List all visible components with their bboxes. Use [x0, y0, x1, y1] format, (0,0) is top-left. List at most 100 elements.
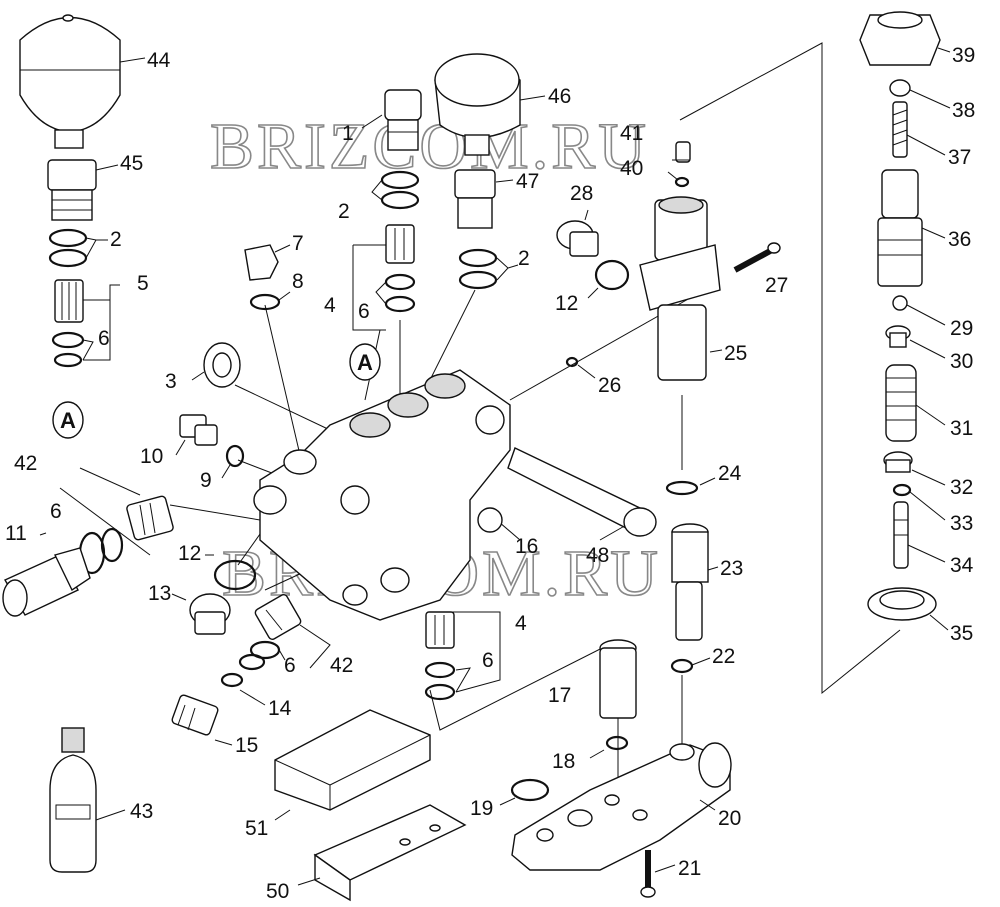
- part-40-oring: [674, 176, 690, 188]
- part-6-washer-lower: [238, 653, 266, 671]
- part-27-screw: [733, 242, 781, 273]
- part-12-washer-upper: [594, 259, 630, 291]
- label-42: 42: [14, 452, 37, 475]
- label-3: 3: [165, 370, 177, 393]
- part-28-plug: [556, 220, 599, 257]
- part-20-housing: [511, 742, 732, 871]
- label-30: 30: [950, 350, 973, 373]
- label-6b: 6: [358, 300, 370, 323]
- part-19-oring: [510, 778, 550, 802]
- part-36-housing: [877, 169, 923, 287]
- part-6-oring-left: [51, 331, 85, 349]
- part-30-seat: [885, 325, 911, 348]
- label-29: 29: [950, 317, 973, 340]
- part-2-washer-right: [458, 248, 498, 268]
- label-23: 23: [720, 557, 743, 580]
- label-1: 1: [342, 122, 354, 145]
- label-2: 2: [110, 228, 122, 251]
- label-31: 31: [950, 417, 973, 440]
- part-2-washer-left: [48, 228, 88, 248]
- label-2c: 2: [518, 247, 530, 270]
- part-8-washer: [249, 293, 281, 311]
- part-51-tray: [274, 709, 431, 811]
- part-labels: 44 45 2 5 6 46 1 41 40 2 47 7 8 4 6 28 2…: [5, 44, 975, 903]
- part-34-pin: [893, 501, 909, 569]
- label-24: 24: [718, 462, 742, 485]
- part-1-plug: [384, 89, 422, 151]
- part-4-valve-lower: [425, 611, 455, 649]
- label-28: 28: [570, 182, 593, 205]
- label-9: 9: [200, 469, 212, 492]
- part-10-plug: [179, 414, 218, 446]
- label-46: 46: [548, 85, 571, 108]
- label-43: 43: [130, 800, 153, 823]
- part-31-spring: [885, 364, 917, 442]
- part-42-valve-mid: [254, 594, 302, 640]
- label-34: 34: [950, 554, 974, 577]
- label-41: 41: [620, 122, 643, 145]
- part-6-washer-top: [384, 295, 416, 313]
- part-24-oring: [665, 480, 699, 496]
- leader-lines: [59, 42, 901, 790]
- part-42-valve-left: [126, 495, 174, 541]
- label-50: 50: [266, 880, 289, 903]
- part-14-oring: [220, 672, 244, 688]
- watermark-top: BRIZCOM.RU: [210, 110, 649, 183]
- label-8: 8: [292, 270, 304, 293]
- part-23-piston: [671, 523, 709, 641]
- part-2-oring-top: [380, 190, 420, 210]
- part-4-valve-top: [385, 224, 415, 264]
- part-6-washer-left: [53, 352, 83, 368]
- part-2-oring-left: [48, 248, 88, 268]
- part-13-plug: [189, 593, 231, 635]
- label-26: 26: [598, 374, 621, 397]
- label-13: 13: [148, 582, 171, 605]
- label-21: 21: [678, 857, 701, 880]
- part-6-washer-bottom: [424, 683, 456, 701]
- part-6-oring-bottom: [424, 661, 456, 679]
- label-6c: 6: [50, 500, 62, 523]
- part-6-washer-mid: [100, 527, 124, 563]
- part-43-bottle: [49, 727, 97, 873]
- label-15: 15: [235, 734, 258, 757]
- part-37-spring: [892, 101, 908, 158]
- label-11: 11: [5, 522, 27, 545]
- svg-text:A: A: [60, 408, 76, 433]
- part-7-plug: [244, 244, 279, 281]
- label-12b: 12: [178, 542, 201, 565]
- part-22-oring: [670, 658, 694, 674]
- part-48-rod: [507, 447, 657, 537]
- label-35: 35: [950, 622, 973, 645]
- label-6: 6: [98, 327, 110, 350]
- label-5: 5: [137, 272, 149, 295]
- label-45: 45: [120, 152, 143, 175]
- label-22: 22: [712, 645, 735, 668]
- label-12: 12: [555, 292, 578, 315]
- label-44: 44: [147, 49, 171, 72]
- label-14: 14: [268, 697, 292, 720]
- part-25-housing: [639, 196, 721, 381]
- part-18-oring: [605, 735, 629, 751]
- label-6e: 6: [482, 649, 494, 672]
- part-11-fitting: [2, 547, 91, 617]
- part-50-bracket: [313, 804, 467, 902]
- part-3-seal: [203, 342, 241, 388]
- part-21-screw: [640, 850, 656, 898]
- marker-a-left: A: [52, 401, 84, 439]
- label-39: 39: [952, 44, 975, 67]
- label-38: 38: [952, 99, 975, 122]
- part-29-ball: [892, 295, 908, 311]
- label-27: 27: [765, 274, 788, 297]
- part-32-cap: [883, 451, 913, 473]
- part-26-oring: [565, 356, 579, 368]
- part-44-accumulator: [19, 14, 121, 149]
- label-16: 16: [515, 535, 538, 558]
- part-9-oring: [225, 444, 245, 468]
- label-36: 36: [948, 228, 971, 251]
- label-18: 18: [552, 750, 575, 773]
- label-4b: 4: [515, 612, 527, 635]
- label-40: 40: [620, 157, 643, 180]
- label-19: 19: [470, 797, 493, 820]
- part-38-nut: [889, 79, 911, 97]
